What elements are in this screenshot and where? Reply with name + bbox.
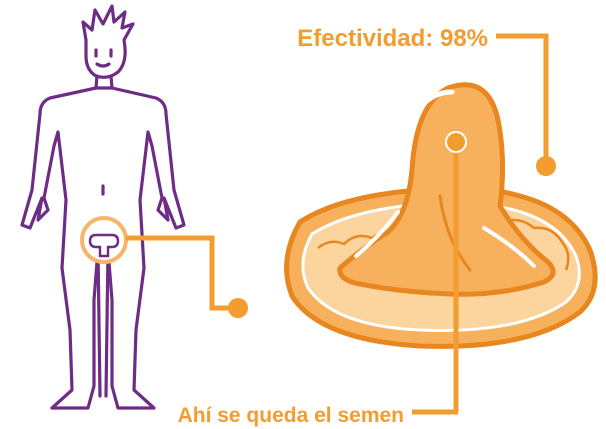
groin-connector-dot xyxy=(228,298,248,318)
effectiveness-label: Efectividad: 98% xyxy=(297,25,488,52)
semen-location-label: Ahí se queda el semen xyxy=(178,404,404,427)
groin-highlight xyxy=(80,216,128,264)
effectiveness-connector-dot xyxy=(536,156,556,176)
condom-highlight-3 xyxy=(482,226,536,268)
figure-mouth xyxy=(95,62,111,68)
tip-connector xyxy=(412,131,467,415)
effectiveness-connector xyxy=(496,33,549,160)
condom-highlight-1 xyxy=(415,89,455,113)
male-figure-icon xyxy=(20,4,186,410)
figure-inner-leg xyxy=(96,248,110,398)
condom-shadow xyxy=(438,194,472,272)
condom-icon xyxy=(284,82,598,349)
groin-connector xyxy=(126,235,232,311)
condom-highlight-2 xyxy=(354,210,400,258)
figure-neck xyxy=(94,74,114,90)
penis-condom-glyph xyxy=(88,233,120,258)
figure-head xyxy=(81,4,135,79)
condom-reservoir xyxy=(337,82,556,297)
